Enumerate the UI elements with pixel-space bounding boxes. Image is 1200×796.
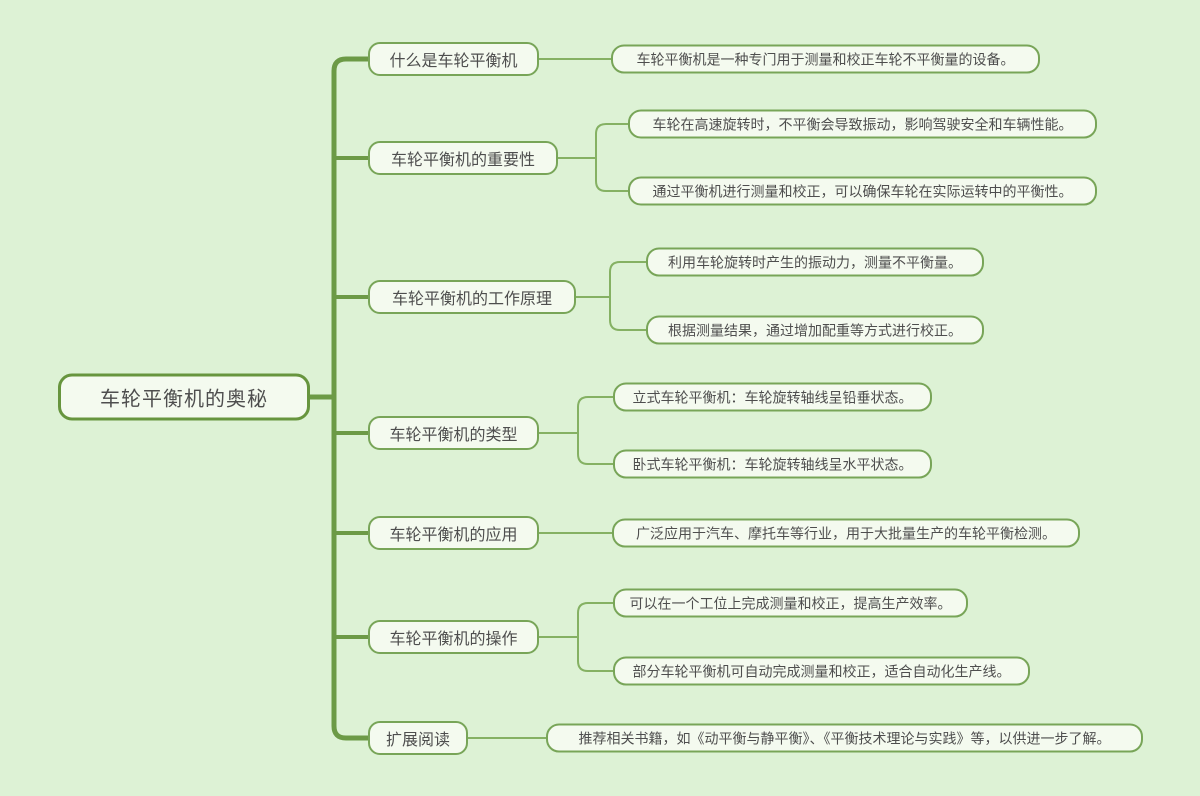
topic-node-types[interactable]: 车轮平衡机的类型 — [368, 416, 539, 450]
detail-node[interactable]: 可以在一个工位上完成测量和校正，提高生产效率。 — [613, 588, 968, 618]
detail-node[interactable]: 推荐相关书籍，如《动平衡与静平衡》、《平衡技术理论与实践》等，以供进一步了解。 — [546, 723, 1143, 753]
detail-node[interactable]: 车轮平衡机是一种专门用于测量和校正车轮不平衡量的设备。 — [611, 44, 1040, 74]
detail-node[interactable]: 立式车轮平衡机：车轮旋转轴线呈铅垂状态。 — [613, 382, 932, 412]
detail-node[interactable]: 利用车轮旋转时产生的振动力，测量不平衡量。 — [646, 247, 984, 277]
detail-node[interactable]: 根据测量结果，通过增加配重等方式进行校正。 — [646, 315, 984, 345]
topic-node-operation[interactable]: 车轮平衡机的操作 — [368, 620, 539, 654]
detail-node[interactable]: 卧式车轮平衡机：车轮旋转轴线呈水平状态。 — [613, 449, 932, 479]
root-node[interactable]: 车轮平衡机的奥秘 — [58, 373, 310, 421]
topic-node-further-reading[interactable]: 扩展阅读 — [368, 721, 468, 755]
detail-node[interactable]: 车轮在高速旋转时，不平衡会导致振动，影响驾驶安全和车辆性能。 — [628, 109, 1097, 139]
topic-node-working-principle[interactable]: 车轮平衡机的工作原理 — [368, 280, 576, 314]
detail-node[interactable]: 广泛应用于汽车、摩托车等行业，用于大批量生产的车轮平衡检测。 — [612, 518, 1080, 548]
topic-node-importance[interactable]: 车轮平衡机的重要性 — [368, 141, 558, 175]
detail-node[interactable]: 部分车轮平衡机可自动完成测量和校正，适合自动化生产线。 — [613, 656, 1030, 686]
trunk-connectors — [310, 56, 368, 741]
topic-node-what-is[interactable]: 什么是车轮平衡机 — [368, 42, 539, 76]
detail-node[interactable]: 通过平衡机进行测量和校正，可以确保车轮在实际运转中的平衡性。 — [628, 176, 1097, 206]
topic-node-applications[interactable]: 车轮平衡机的应用 — [368, 516, 539, 550]
